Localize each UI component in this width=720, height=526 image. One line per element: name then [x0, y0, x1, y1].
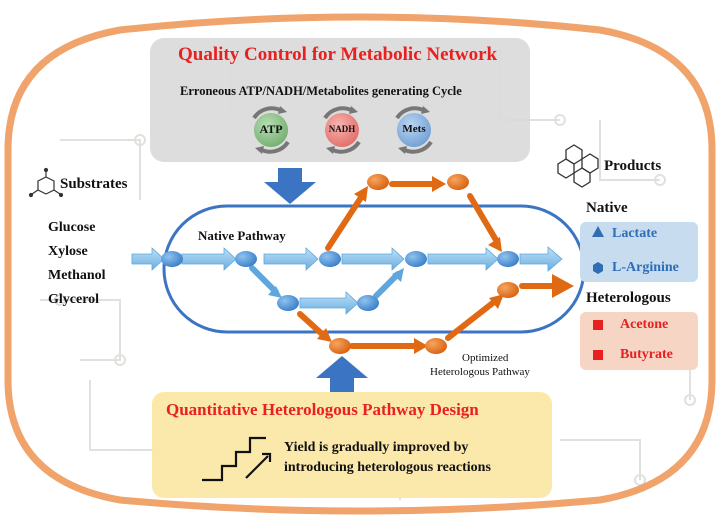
atp-label: ATP: [259, 122, 283, 136]
nadh-label: NADH: [328, 124, 356, 134]
products-molecule-icon: [557, 144, 599, 188]
hexagon-icon: [593, 262, 603, 274]
quality-control-panel: [150, 38, 530, 162]
substrate-item: Xylose: [48, 244, 88, 259]
heterologous-product-item: Acetone: [620, 317, 669, 332]
qc-down-arrow: [264, 168, 316, 204]
native-products-box: [580, 222, 698, 282]
heterologous-product-item: Butyrate: [620, 347, 673, 362]
quality-control-subtitle: Erroneous ATP/NADH/Metabolites generatin…: [180, 84, 462, 98]
native-pathway-label: Native Pathway: [198, 228, 286, 243]
native-products-title: Native: [586, 200, 628, 216]
substrate-molecule-icon: [28, 167, 64, 198]
mets-cycle-icon: [395, 106, 433, 154]
substrate-item: Glucose: [48, 220, 96, 235]
heterologous-pathway-label-line1: Optimized: [462, 352, 509, 364]
native-diagonal-arrows: [249, 265, 401, 299]
design-title: Quantitative Heterologous Pathway Design: [166, 400, 479, 419]
design-text-line1: Yield is gradually improved by: [284, 440, 469, 455]
substrate-item: Methanol: [48, 268, 106, 283]
design-text-line2: introducing heterologous reactions: [284, 460, 491, 475]
square-icon: [593, 320, 603, 330]
heterologous-nodes: [329, 174, 519, 354]
nadh-cycle-icon: [323, 106, 361, 154]
pathway-capsule: [162, 204, 586, 334]
heterologous-pathway-label-line2: Heterologous Pathway: [430, 366, 530, 378]
substrates-title: Substrates: [60, 176, 128, 192]
quality-control-title: Quality Control for Metabolic Network: [178, 44, 498, 65]
products-title: Products: [604, 158, 662, 174]
native-product-item: L-Arginine: [612, 260, 679, 275]
native-product-item: Lactate: [612, 226, 658, 241]
native-arrows: [131, 246, 563, 315]
cell-envelope: [4, 13, 716, 515]
native-nodes: [161, 251, 519, 311]
mets-label: Mets: [402, 123, 426, 135]
heterologous-products-title: Heterologous: [586, 290, 671, 306]
stairs-icon: [202, 436, 272, 482]
triangle-icon: [592, 226, 604, 237]
design-up-arrow: [316, 356, 368, 392]
atp-cycle-icon: [252, 106, 290, 154]
heterologous-arrows: [297, 181, 555, 349]
heterologous-products-box: [580, 312, 698, 370]
substrate-item: Glycerol: [48, 292, 100, 307]
square-icon: [593, 350, 603, 360]
